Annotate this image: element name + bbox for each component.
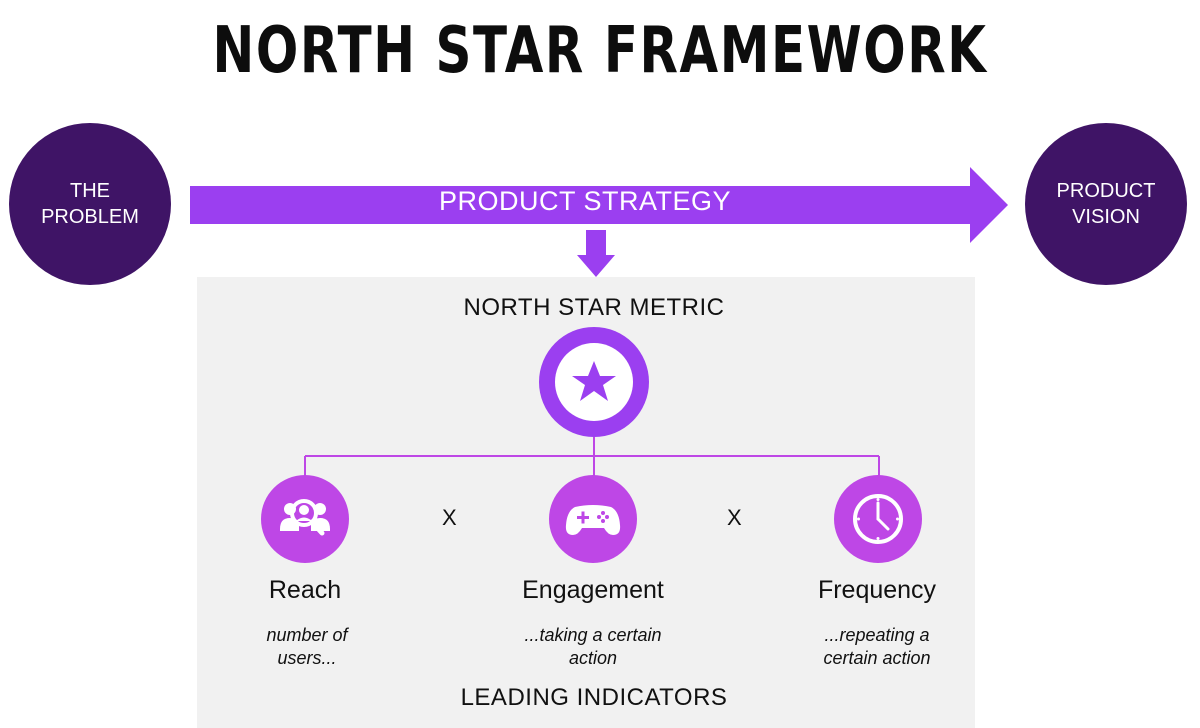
- strategy-arrow: [190, 167, 1008, 243]
- indicator-desc-reach: number of users...: [266, 625, 348, 668]
- indicator-desc-frequency: ...repeating a certain action: [823, 625, 931, 668]
- multiply-sign: X: [727, 505, 742, 530]
- gamepad-icon: [549, 475, 637, 563]
- users-search-icon: [261, 475, 349, 563]
- down-arrow-icon: [577, 230, 615, 277]
- strategy-label: PRODUCT STRATEGY: [438, 186, 732, 216]
- indicator-name-engagement: Engagement: [522, 576, 664, 604]
- page-title: NORTH STAR FRAMEWORK: [212, 14, 988, 88]
- vision-circle: PRODUCT VISION: [1025, 123, 1187, 285]
- metric-title: NORTH STAR METRIC: [463, 294, 725, 321]
- indicator-desc-engagement: ...taking a certain action: [524, 625, 662, 668]
- star-icon: [539, 327, 649, 437]
- leading-indicators-label: LEADING INDICATORS: [460, 684, 728, 711]
- indicator-name-frequency: Frequency: [817, 576, 937, 604]
- problem-circle: THE PROBLEM: [9, 123, 171, 285]
- clock-icon: [834, 475, 922, 563]
- indicator-name-reach: Reach: [268, 576, 342, 604]
- multiply-sign: X: [442, 505, 457, 530]
